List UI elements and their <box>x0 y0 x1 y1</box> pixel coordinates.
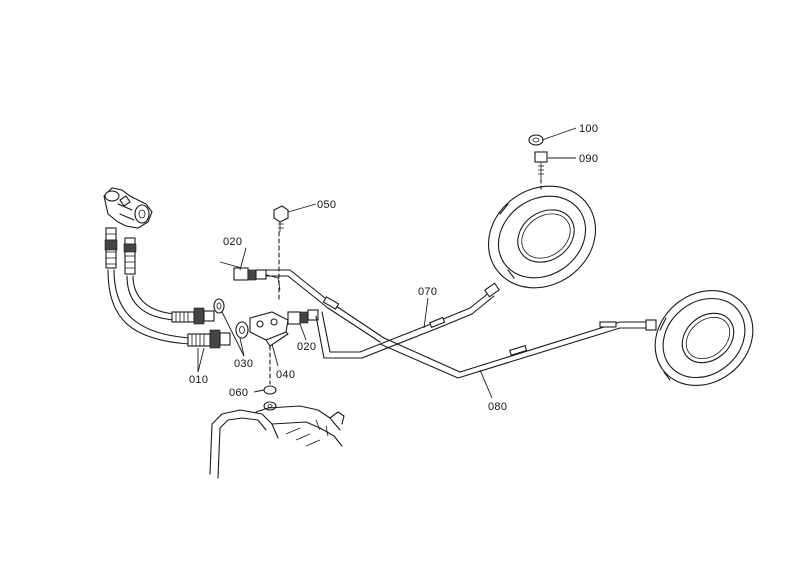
washers-030 <box>213 298 249 339</box>
bleeder-090 <box>534 151 548 191</box>
label-020-lower: 020 <box>297 341 316 353</box>
fitting-010-lower <box>187 329 231 349</box>
brake-disc-upper <box>487 185 597 289</box>
label-040: 040 <box>276 369 295 381</box>
housing-fragment <box>209 405 345 479</box>
brake-disc-lower <box>654 289 754 387</box>
cap-100 <box>528 134 544 146</box>
pipe-070 <box>265 269 500 359</box>
label-070: 070 <box>418 286 437 298</box>
leader-lines <box>197 127 577 399</box>
fitting-010-upper <box>171 307 215 325</box>
hose-lines <box>107 269 191 345</box>
bracket-040 <box>219 261 289 347</box>
label-060: 060 <box>229 387 248 399</box>
valve-block <box>103 187 153 229</box>
part-labels: 010 020 020 030 040 050 060 070 080 090 … <box>189 123 598 413</box>
fitting-020-upper <box>233 267 267 281</box>
label-030: 030 <box>234 358 253 370</box>
bolt-060 <box>263 345 277 411</box>
pipe-080 <box>379 319 657 379</box>
label-090: 090 <box>579 153 598 165</box>
bolt-050 <box>273 205 289 301</box>
label-080: 080 <box>488 401 507 413</box>
label-050: 050 <box>317 199 336 211</box>
fitting-020-lower <box>287 309 319 325</box>
label-100: 100 <box>579 123 598 135</box>
label-020-upper: 020 <box>223 236 242 248</box>
label-010: 010 <box>189 374 208 386</box>
valve-studs <box>104 227 137 275</box>
